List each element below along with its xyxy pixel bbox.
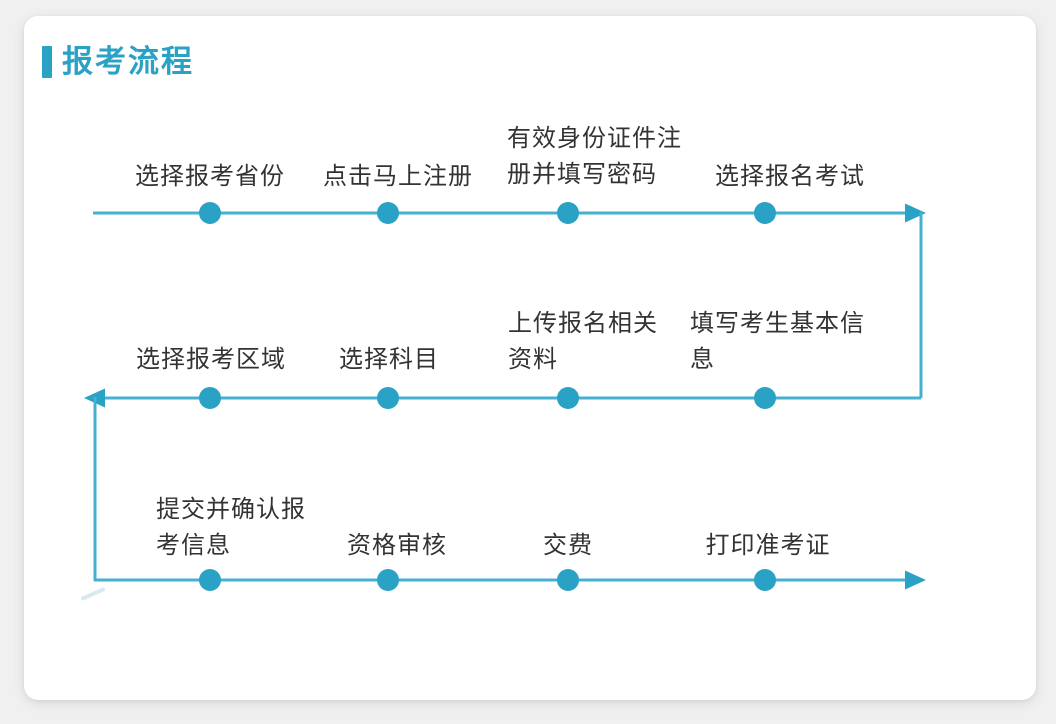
step-dot	[754, 569, 776, 591]
step-label: 选择报考省份	[135, 163, 285, 190]
step-label: 提交并确认报考信息	[156, 496, 306, 559]
step-label: 选择科目	[339, 346, 439, 373]
step-dot	[754, 202, 776, 224]
step-label: 有效身份证件注册并填写密码	[507, 125, 682, 188]
step-dot	[377, 387, 399, 409]
step-dot	[377, 202, 399, 224]
step-dot	[754, 387, 776, 409]
step-dot	[199, 387, 221, 409]
step-label: 交费	[543, 532, 593, 559]
page-title: 报考流程	[62, 44, 194, 79]
arrow-right-row1-icon	[905, 203, 926, 223]
title-accent-bar	[42, 46, 52, 78]
step-dot	[557, 569, 579, 591]
arrow-right-row3-icon	[905, 570, 926, 590]
step-label: 打印准考证	[705, 532, 831, 559]
step-dot	[557, 387, 579, 409]
content-card	[24, 16, 1036, 700]
step-label: 填写考生基本信息	[690, 310, 865, 373]
step-label: 选择报名考试	[715, 163, 865, 190]
step-dot	[377, 569, 399, 591]
section-header: 报考流程	[42, 44, 194, 80]
step-dot	[199, 569, 221, 591]
step-label: 选择报考区域	[136, 346, 286, 373]
step-label: 上传报名相关资料	[508, 310, 658, 373]
step-dot	[199, 202, 221, 224]
step-label: 资格审核	[347, 532, 447, 559]
step-label: 点击马上注册	[323, 163, 473, 190]
step-dot	[557, 202, 579, 224]
